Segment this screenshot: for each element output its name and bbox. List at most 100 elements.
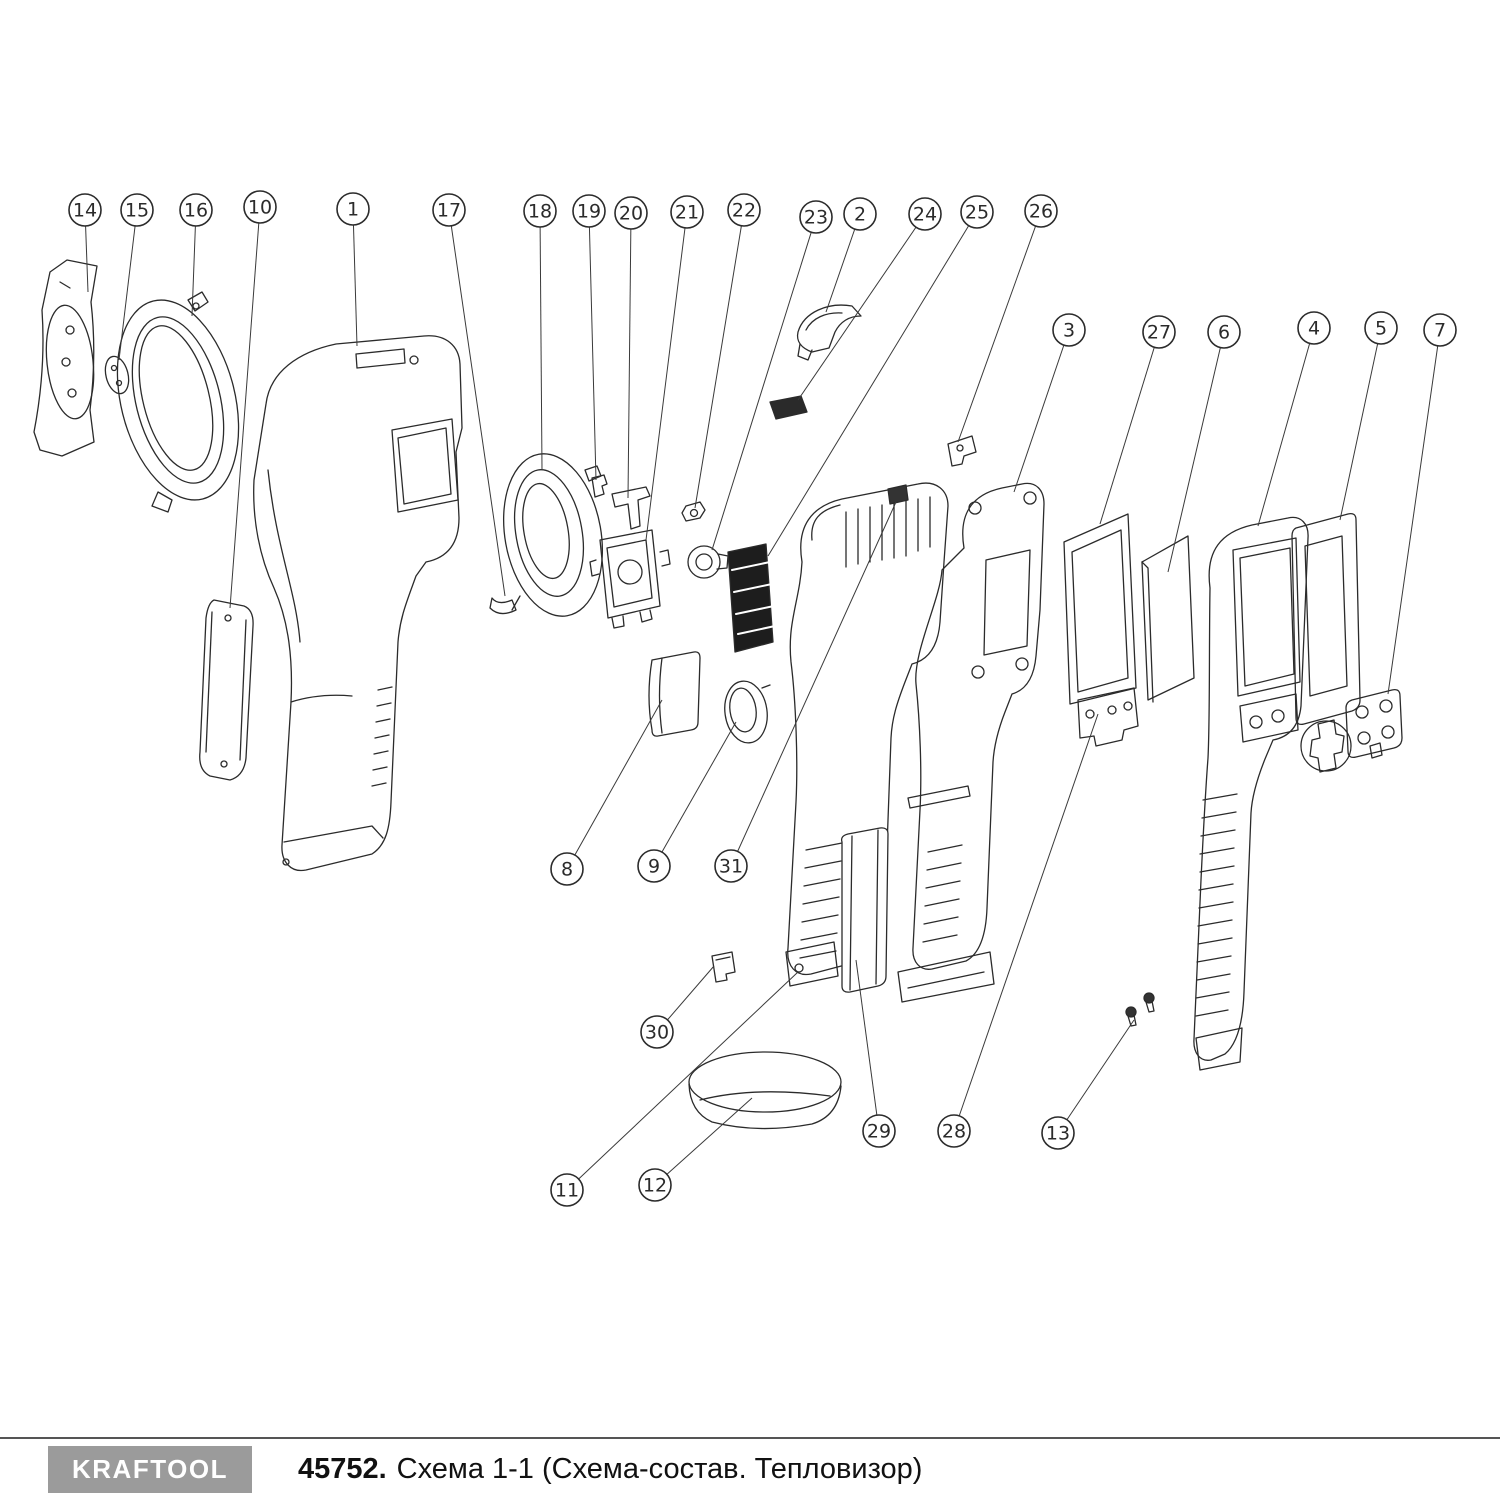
leader-line-6 [1167,331,1225,573]
leader-line-1 [352,208,358,347]
part-block-24 [769,395,808,420]
callout-label-12: 12 [643,1175,667,1197]
leader-line-5 [1339,327,1382,521]
leader-line-26 [957,210,1042,443]
part-light-sheet [1141,535,1195,703]
part-bracket-20 [611,486,651,530]
footer: KRAFTOOL 45752. Схема 1-1 (Схема-состав. … [0,1437,1500,1500]
callout-label-29: 29 [867,1121,891,1143]
part-grip-cover [199,599,254,781]
callout-label-20: 20 [619,203,643,225]
callout-label-9: 9 [648,856,660,878]
callout-circle-27 [1142,315,1176,349]
leader-line-28 [953,713,1099,1132]
callout-circle-17 [432,193,466,227]
part-lens-bezel [116,291,240,513]
callout-circle-26 [1024,194,1058,228]
callout-label-25: 25 [965,202,989,224]
callout-label-31: 31 [719,856,743,878]
leader-line-12 [654,1097,753,1186]
leader-line-17 [448,209,506,597]
leader-line-20 [627,212,632,499]
part-washer-22 [681,501,706,522]
leader-line-22 [694,209,745,509]
leader-line-7 [1387,329,1441,695]
callout-circle-12 [638,1168,672,1202]
part-disc-9 [724,680,771,744]
part-sleeve-8 [648,651,701,737]
leader-line-18 [539,210,543,471]
callout-circle-30 [640,1015,674,1049]
callout-circle-11 [550,1173,584,1207]
callout-circle-22 [727,193,761,227]
callout-circle-4 [1297,311,1331,345]
schema-code: 45752. [297,1453,387,1485]
callout-label-23: 23 [804,207,828,229]
leader-line-10 [229,206,261,609]
leader-line-31 [730,501,897,867]
callout-circle-19 [572,194,606,228]
leader-line-27 [1099,331,1160,525]
leader-line-24 [797,213,926,401]
callout-circle-31 [714,849,748,883]
part-strip [907,785,971,809]
leader-line-16 [191,209,197,317]
callout-circle-10 [243,190,277,224]
leader-line-25 [767,211,978,557]
leader-line-11 [566,971,799,1191]
leader-line-3 [1013,329,1070,493]
parts-drawings [33,259,1403,1130]
leader-line-8 [566,699,663,870]
callout-circle-13 [1041,1116,1075,1150]
callout-label-1: 1 [347,199,359,221]
part-keypad [1345,688,1403,759]
part-sensor-module [589,529,671,629]
callout-circle-3 [1052,313,1086,347]
callout-label-11: 11 [555,1180,579,1202]
callout-label-26: 26 [1029,201,1053,223]
callout-label-14: 14 [73,200,97,222]
part-ribbon-cable [727,543,776,653]
part-clip-30 [711,951,736,983]
kraftool-logo: KRAFTOOL [48,1446,252,1493]
callout-label-8: 8 [561,859,573,881]
callout-label-17: 17 [437,200,461,222]
leader-line-13 [1057,1019,1135,1134]
part-lcd [1063,513,1139,747]
callout-label-4: 4 [1308,318,1320,340]
callout-circle-20 [614,196,648,230]
part-rear-chassis [897,482,1045,1003]
callout-circle-29 [862,1114,896,1148]
callout-circle-25 [960,195,994,229]
leader-line-2 [825,213,861,313]
leader-line-19 [588,210,597,481]
part-latch-26 [947,435,977,467]
callout-label-28: 28 [942,1121,966,1143]
callout-label-18: 18 [528,201,552,223]
callout-label-19: 19 [577,201,601,223]
callout-label-10: 10 [248,197,272,219]
part-bottom-cover [688,1051,842,1130]
exploded-view-diagram: 1415161011718192021222322425263276457893… [33,190,1457,1207]
callout-circle-28 [937,1114,971,1148]
callout-label-16: 16 [184,200,208,222]
part-display-bezel [1291,512,1361,773]
callout-circle-2 [843,197,877,231]
callout-label-3: 3 [1063,320,1075,342]
callout-label-2: 2 [854,204,866,226]
leader-line-21 [645,211,688,541]
part-motor-23 [687,545,729,579]
callout-circle-16 [179,193,213,227]
callout-label-13: 13 [1046,1123,1070,1145]
part-clip-19 [591,474,608,498]
leader-line-4 [1257,327,1315,527]
schema-title: Схема 1-1 (Схема-состав. Тепловизор) [396,1453,923,1485]
callout-circle-14 [68,193,102,227]
callout-circle-1 [336,192,370,226]
diagram-caption: 45752. Схема 1-1 (Схема-состав. Тепловизо… [298,1453,923,1486]
callout-label-7: 7 [1434,320,1446,342]
callout-label-27: 27 [1147,322,1171,344]
callout-label-22: 22 [732,200,756,222]
callout-circle-15 [120,193,154,227]
